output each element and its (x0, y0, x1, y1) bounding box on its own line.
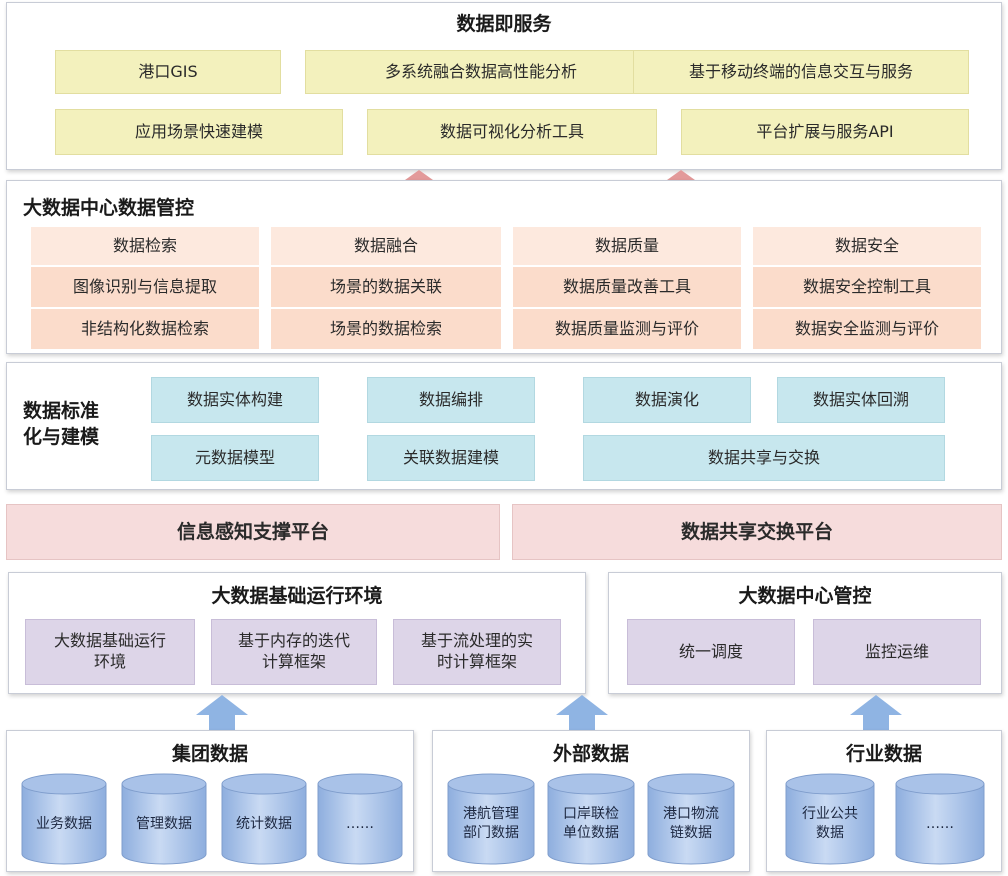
cylinder-label: 港航管理部门数据 (463, 806, 519, 841)
cylinder-label: …… (926, 815, 954, 832)
governance-item: 场景的数据检索 (271, 309, 501, 349)
platform-bar: 数据共享交换平台 (512, 504, 1002, 560)
modeling-box: 数据编排 (367, 377, 535, 423)
database-cylinder: 业务数据 (21, 773, 107, 865)
source-group: 集团数据 业务数据 管理数据 统计数据 …… (6, 730, 414, 872)
cylinder-label: 港口物流链数据 (663, 806, 719, 841)
runtime-box-line: 时计算框架 (436, 652, 517, 671)
service-box: 数据可视化分析工具 (367, 109, 657, 155)
source-group-title: 行业数据 (845, 743, 922, 765)
database-icon (317, 773, 403, 865)
modeling-box: 数据共享与交换 (583, 435, 945, 481)
database-icon (647, 773, 735, 865)
runtime-box-line: 大数据基础运行 (53, 631, 166, 651)
database-cylinder: 行业公共数据 (785, 773, 875, 865)
modeling-title-line: 数据标准 (23, 400, 100, 422)
governance-head: 数据融合 (271, 227, 501, 265)
arrow-up-icon (850, 695, 902, 731)
control-box: 统一调度 (627, 619, 795, 685)
governance-head: 数据检索 (31, 227, 259, 265)
arrow-up-icon (196, 695, 248, 731)
database-cylinder: 港口物流链数据 (647, 773, 735, 865)
modeling-layer-title: 数据标准 化与建模 (23, 399, 99, 450)
governance-item: 数据质量改善工具 (513, 267, 741, 307)
source-group: 行业数据 行业公共数据 …… (766, 730, 1002, 872)
database-cylinder: 管理数据 (121, 773, 207, 865)
database-cylinder: 港航管理部门数据 (447, 773, 535, 865)
governance-item: 数据安全控制工具 (753, 267, 981, 307)
modeling-box: 数据演化 (583, 377, 751, 423)
database-icon (547, 773, 635, 865)
database-icon (121, 773, 207, 865)
governance-head: 数据质量 (513, 227, 741, 265)
governance-item: 数据质量监测与评价 (513, 309, 741, 349)
database-cylinder: 口岸联检单位数据 (547, 773, 635, 865)
service-layer: 数据即服务 港口GIS 多系统融合数据高性能分析 基于移动终端的信息交互与服务 … (6, 2, 1002, 170)
database-icon (221, 773, 307, 865)
database-cylinder: 统计数据 (221, 773, 307, 865)
runtime-layer: 大数据基础运行环境 大数据基础运行 环境 基于内存的迭代 计算框架 基于流处理的… (8, 572, 586, 694)
database-icon (21, 773, 107, 865)
runtime-box: 基于内存的迭代 计算框架 (211, 619, 377, 685)
modeling-box: 关联数据建模 (367, 435, 535, 481)
cylinder-label: 统计数据 (236, 815, 292, 832)
service-box: 基于移动终端的信息交互与服务 (633, 50, 969, 94)
governance-layer: 大数据中心数据管控 数据检索 图像识别与信息提取 非结构化数据检索 数据融合 场… (6, 180, 1002, 354)
source-group-title: 外部数据 (552, 743, 629, 765)
runtime-box: 基于流处理的实 时计算框架 (393, 619, 561, 685)
database-icon (895, 773, 985, 865)
cylinder-label: 行业公共数据 (802, 806, 858, 841)
cylinder-label: 管理数据 (136, 815, 192, 832)
cylinder-label: 业务数据 (36, 815, 92, 832)
database-cylinder: …… (895, 773, 985, 865)
service-box: 港口GIS (55, 50, 281, 94)
runtime-box-line: 基于流处理的实 (420, 631, 533, 651)
modeling-box: 元数据模型 (151, 435, 319, 481)
governance-layer-title: 大数据中心数据管控 (23, 197, 195, 219)
modeling-box: 数据实体构建 (151, 377, 319, 423)
service-box: 平台扩展与服务API (681, 109, 969, 155)
cylinder-label: 口岸联检单位数据 (563, 806, 619, 841)
service-box: 多系统融合数据高性能分析 (305, 50, 657, 94)
governance-item: 场景的数据关联 (271, 267, 501, 307)
governance-item: 非结构化数据检索 (31, 309, 259, 349)
runtime-layer-title: 大数据基础运行环境 (211, 585, 383, 607)
runtime-box-line: 环境 (93, 652, 126, 671)
platform-bar: 信息感知支撑平台 (6, 504, 500, 560)
modeling-layer: 数据标准 化与建模 数据实体构建 数据编排 数据演化 数据实体回溯 元数据模型 … (6, 362, 1002, 490)
modeling-box: 数据实体回溯 (777, 377, 945, 423)
runtime-box-line: 计算框架 (261, 652, 326, 671)
control-layer-title: 大数据中心管控 (738, 585, 872, 607)
service-box: 应用场景快速建模 (55, 109, 343, 155)
database-cylinder: …… (317, 773, 403, 865)
runtime-box-line: 基于内存的迭代 (237, 631, 350, 651)
modeling-title-line: 化与建模 (23, 425, 100, 448)
runtime-box: 大数据基础运行 环境 (25, 619, 195, 685)
cylinder-label: …… (346, 815, 374, 832)
source-group: 外部数据 港航管理部门数据 口岸联检单位数据 港口物流链数据 (432, 730, 750, 872)
arrow-up-icon (556, 695, 608, 731)
database-icon (447, 773, 535, 865)
database-icon (785, 773, 875, 865)
control-layer: 大数据中心管控 统一调度 监控运维 (608, 572, 1002, 694)
governance-head: 数据安全 (753, 227, 981, 265)
governance-item: 图像识别与信息提取 (31, 267, 259, 307)
governance-item: 数据安全监测与评价 (753, 309, 981, 349)
service-layer-title: 数据即服务 (456, 13, 552, 35)
control-box: 监控运维 (813, 619, 981, 685)
source-group-title: 集团数据 (171, 743, 248, 765)
